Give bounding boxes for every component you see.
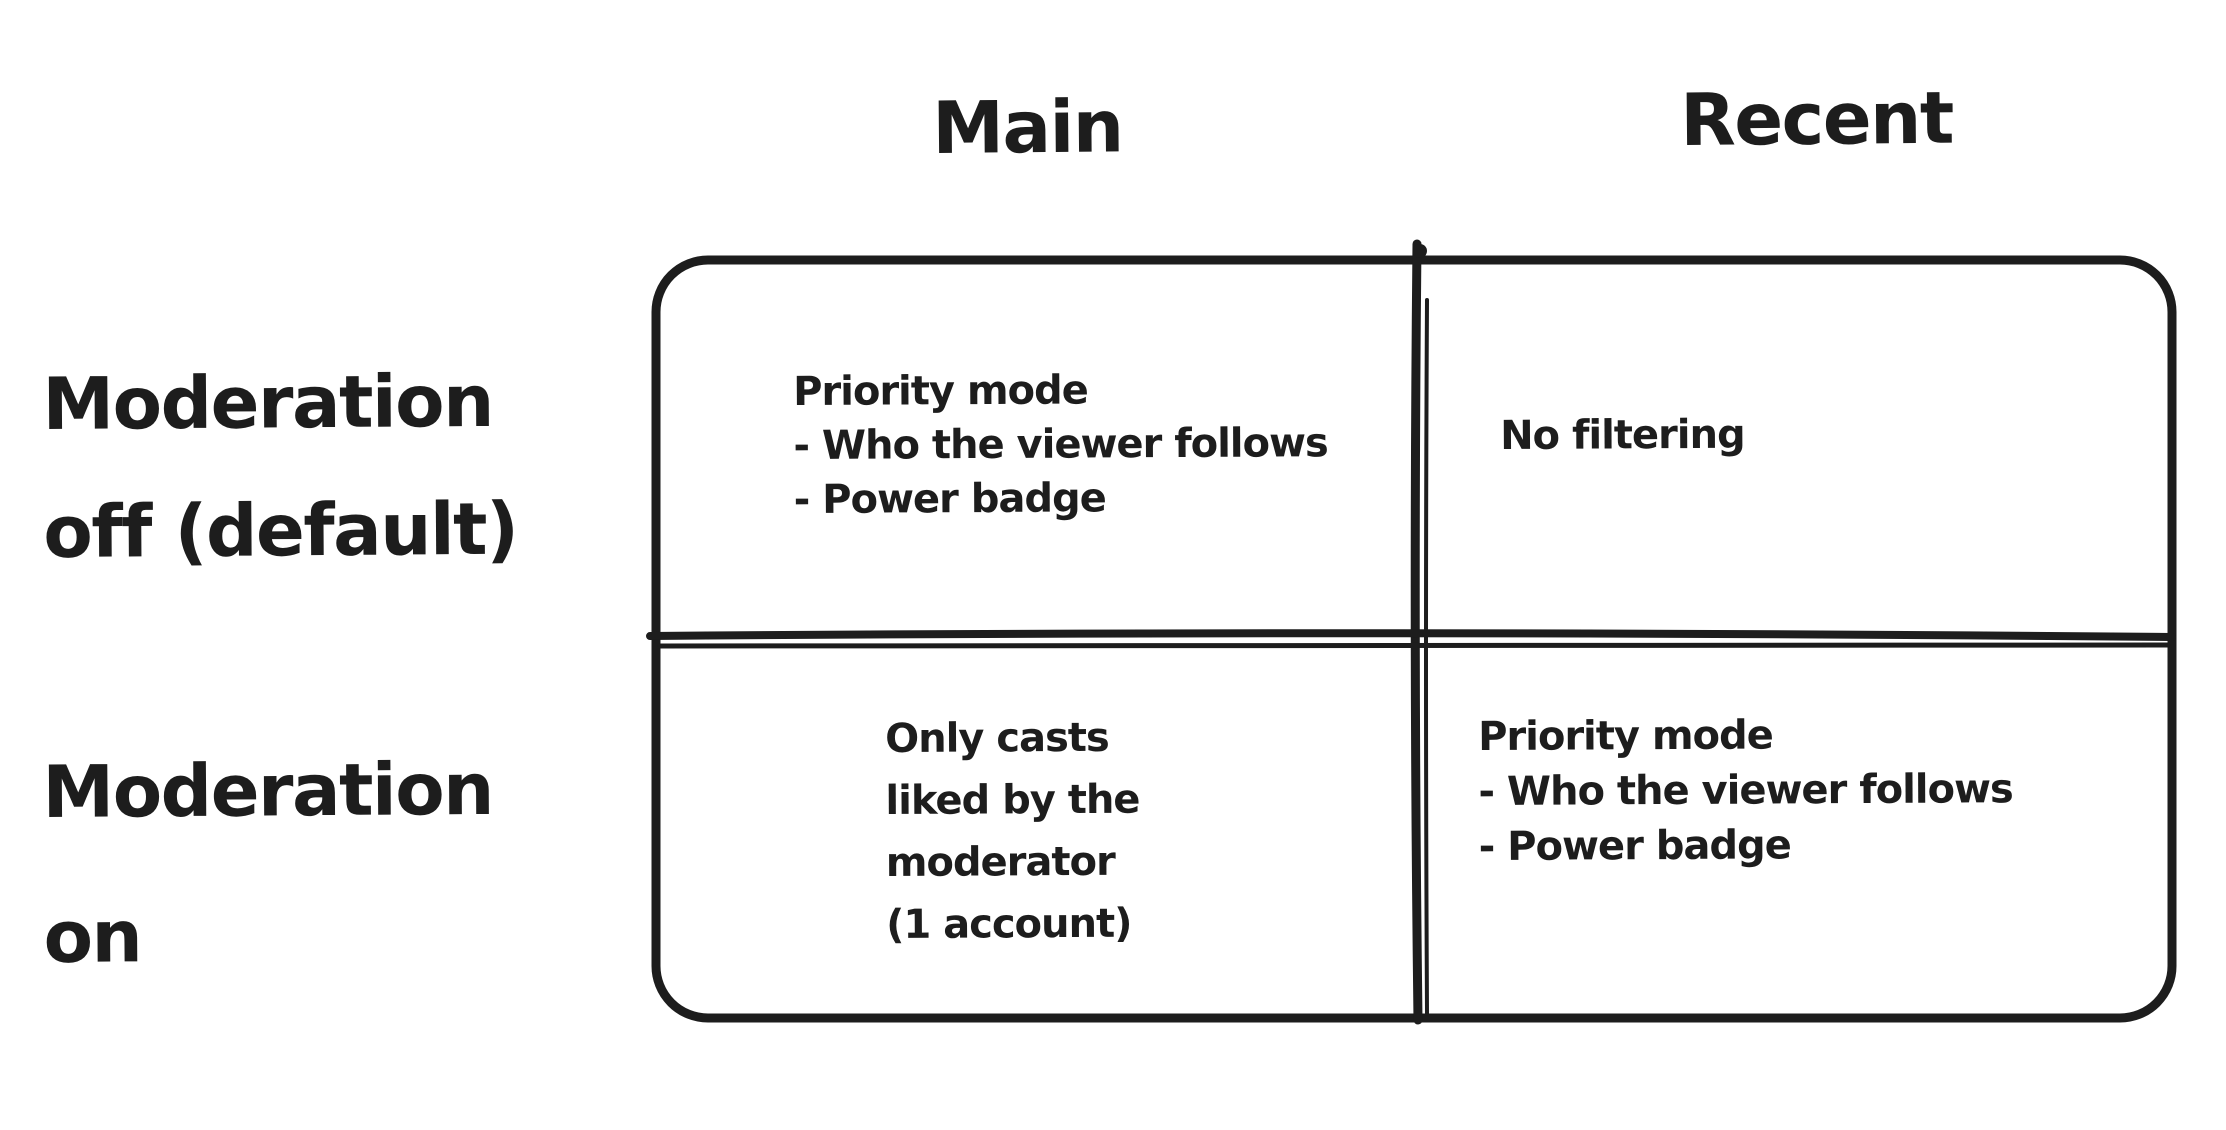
cell-line: Priority mode bbox=[1478, 712, 1773, 760]
matrix-vertical-divider-stroke2 bbox=[1424, 298, 1429, 1016]
row-label-moderation-on: Moderation on bbox=[42, 717, 494, 1010]
cell-moderation-off-main: Priority mode - Who the viewer follows -… bbox=[793, 362, 1328, 527]
row-label-line: on bbox=[43, 894, 142, 979]
cell-moderation-off-recent: No filtering bbox=[1500, 408, 1745, 463]
cell-line: Only casts bbox=[885, 714, 1109, 762]
cell-moderation-on-recent: Priority mode - Who the viewer follows -… bbox=[1478, 707, 2013, 875]
row-label-moderation-off: Moderation off (default) bbox=[42, 337, 518, 596]
column-header-recent: Recent bbox=[1679, 75, 1954, 162]
divider-overshoot-bump bbox=[1413, 244, 1427, 258]
cell-moderation-on-main: Only casts liked by the moderator (1 acc… bbox=[885, 707, 1140, 956]
row-label-line: off (default) bbox=[43, 486, 518, 574]
cell-line: liked by the bbox=[885, 776, 1140, 824]
matrix-horizontal-divider-stroke2 bbox=[657, 642, 2171, 649]
cell-line: (1 account) bbox=[886, 900, 1132, 948]
row-label-line: Moderation bbox=[42, 746, 494, 834]
column-header-main: Main bbox=[931, 84, 1123, 170]
cell-line: Priority mode bbox=[793, 367, 1088, 415]
cell-line: - Power badge bbox=[1478, 822, 1791, 870]
row-label-line: Moderation bbox=[42, 358, 494, 446]
cell-line: moderator bbox=[885, 838, 1115, 886]
cell-line: No filtering bbox=[1500, 411, 1745, 459]
cell-line: - Power badge bbox=[793, 475, 1106, 523]
matrix-horizontal-divider bbox=[646, 629, 2176, 641]
cell-line: - Who the viewer follows bbox=[793, 420, 1328, 469]
cell-line: - Who the viewer follows bbox=[1478, 766, 2013, 815]
